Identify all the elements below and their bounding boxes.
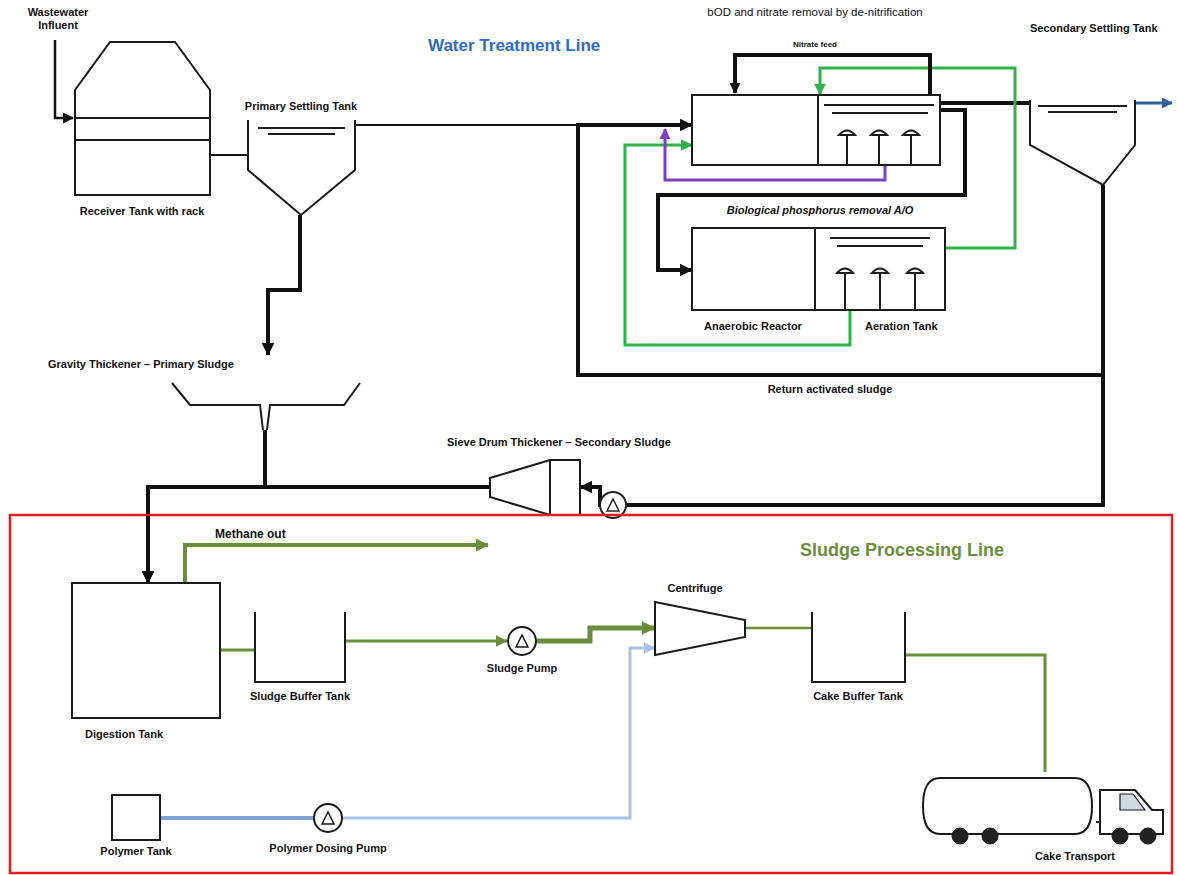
process-unit: Sludge Pump: [507, 626, 537, 656]
unit-outline: [655, 602, 745, 655]
process-region: Sludge Processing LineDigestion TankSlud…: [10, 515, 1172, 873]
process-unit: Polymer Dosing Pump: [314, 804, 342, 832]
unit-label: Polymer Tank: [100, 845, 171, 858]
outline-path: [692, 95, 940, 165]
unit-label: Receiver Tank with rack: [80, 205, 205, 218]
process-unit: Primary Settling Tank: [248, 120, 355, 215]
outline-path: [314, 804, 342, 832]
unit-outline: [1030, 100, 1135, 185]
unit-outline: [812, 612, 905, 682]
outline-path: [923, 778, 1092, 834]
outline-path: [248, 120, 355, 215]
unit-outline: [112, 795, 160, 840]
process-unit: Centrifuge: [655, 602, 745, 655]
unit-outline: [75, 40, 210, 195]
methane-pipe: [185, 545, 488, 583]
pipe-connector: [905, 655, 1045, 772]
outline-path: [10, 515, 1172, 873]
unit-outline: [815, 228, 945, 310]
annotation-label: Wastewater Influent: [18, 6, 98, 32]
outline-path: [112, 795, 160, 840]
process-unit: Sieve Drum Thickener – Secondary Sludge: [490, 460, 580, 515]
process-unit: Secondary Settling Tank: [1030, 100, 1135, 185]
annotation-label: Biological phosphorus removal A/O: [727, 204, 914, 217]
process-unit: Cake Transport: [920, 772, 1165, 844]
unit-label: Aeration Tank: [865, 320, 938, 333]
unit-label: Secondary Settling Tank: [1030, 22, 1158, 35]
internal-recycle-pipe: [665, 129, 885, 180]
unit-label: Sludge Buffer Tank: [250, 690, 350, 703]
annotation-label: Water Treatment Line: [428, 36, 600, 56]
unit-outline: [255, 612, 345, 682]
unit-outline: [72, 583, 220, 718]
process-unit: Polymer Tank: [112, 795, 160, 840]
connector-label: Return activated sludge: [766, 383, 895, 396]
influent-pipe: [55, 40, 73, 118]
process-unit: Gravity Thickener – Primary Sludge: [48, 355, 360, 430]
outline-path: [1120, 794, 1145, 810]
pipe-connector: [160, 816, 314, 820]
unit-outline: [692, 95, 940, 165]
unit-outline: [248, 120, 355, 215]
unit-label: Polymer Dosing Pump: [269, 842, 386, 855]
unit-label: Centrifuge: [668, 582, 723, 595]
unit-label: Cake Buffer Tank: [813, 690, 903, 703]
unit-label: Sieve Drum Thickener – Secondary Sludge: [447, 436, 671, 449]
pipe-connector: [537, 628, 655, 641]
annotation-label: Methane out: [215, 527, 286, 541]
outline-path: [952, 828, 1156, 844]
unit-label: Sludge Pump: [487, 662, 557, 675]
process-unit: bOD and nitrate removal by de-nitrificat…: [692, 95, 940, 165]
process-unit: Cake Buffer Tank: [812, 612, 905, 682]
pipe-connector: [220, 649, 255, 652]
unit-label: Gravity Thickener – Primary Sludge: [48, 358, 234, 371]
unit-outline: [692, 228, 815, 310]
unit-label: Anaerobic Reactor: [704, 320, 802, 333]
pipe-connector: [268, 215, 300, 355]
outline-path: [692, 228, 815, 310]
unit-label: Primary Settling Tank: [245, 100, 357, 113]
outline-path: [75, 42, 210, 195]
pipe-connector: [342, 648, 655, 818]
process-unit: Anaerobic Reactor: [692, 228, 815, 310]
outline-path: [655, 602, 745, 655]
unit-outline: [507, 626, 537, 656]
outline-path: [490, 460, 580, 515]
unit-label: Digestion Tank: [85, 728, 163, 741]
pipe-connector: [580, 185, 1103, 505]
process-unit: Sludge Buffer Tank: [255, 612, 345, 682]
pipe-connector: [148, 487, 490, 583]
outline-path: [516, 635, 528, 647]
pipe-connector: [345, 640, 507, 643]
pipe-connector: [625, 145, 850, 345]
outline-path: [322, 812, 334, 824]
process-unit: Receiver Tank with rack: [75, 40, 210, 195]
unit-outline: [920, 772, 1165, 844]
annotation-label: Nitrate feed: [791, 40, 839, 50]
pipe-connector: [745, 627, 812, 630]
effluent-pipe: [1135, 102, 1172, 105]
unit-outline: [314, 804, 342, 832]
unit-outline: [490, 460, 580, 515]
outline-path: [172, 383, 360, 430]
outline-path: [72, 583, 220, 718]
outline-path: [508, 627, 536, 655]
pipe-connector: [210, 154, 248, 156]
unit-label: bOD and nitrate removal by de-nitrificat…: [707, 6, 922, 20]
region-title: Sludge Processing Line: [800, 540, 1004, 562]
outline-path: [1096, 790, 1163, 834]
unit-label: Cake Transport: [1035, 850, 1115, 863]
outline-path: [1030, 100, 1135, 185]
nitrate-feed-pipe: [735, 55, 930, 95]
outline-path: [255, 612, 345, 682]
pipe-connector: [148, 430, 265, 583]
process-unit: Aeration Tank: [815, 228, 945, 310]
outline-path: [812, 612, 905, 682]
process-unit: Digestion Tank: [72, 583, 220, 718]
outline-path: [815, 228, 945, 310]
